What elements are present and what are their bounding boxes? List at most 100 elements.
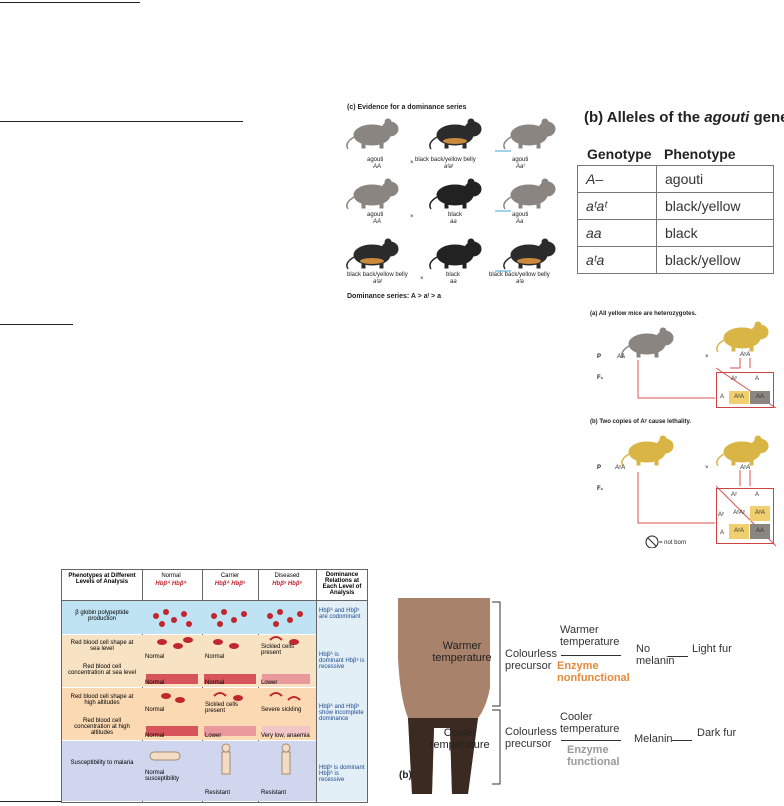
genotype-label: Aa [516,219,524,225]
p-label: P [597,354,602,360]
sickle-row-label: Susceptibility to malaria [70,760,134,766]
genotype-cell: aᵗa [577,246,657,274]
divider-rule [0,2,140,3]
sickle-cell-text: Normal [205,680,225,686]
sickle-cell-text: Severe sickling [261,707,302,713]
pathway-arrow [561,740,621,741]
punnett-cell: AʸA [729,524,749,539]
genotype-label: AA [373,164,382,170]
sickle-col-header: Carrier [220,573,240,579]
genotype-label: AʸA [615,465,626,471]
genotype-header: Genotype [587,146,652,162]
enzyme-status: Enzyme nonfunctional [557,660,630,684]
f1-label: F₁ [597,486,604,492]
punnett-cell: AA [750,524,770,539]
agouti-mouse-icon [346,178,399,210]
dominance-series-heading: (c) Evidence for a dominance series [347,104,467,111]
genotype-label: AA [373,219,382,225]
dominance-relation: Hbβᴬ and Hbβˢ show incomplete dominance [319,704,364,722]
sickle-row-label: Red blood cell shape at sea level [70,640,134,652]
genotype-label: AA [617,354,626,360]
punnett-header: Aʸ [731,376,737,382]
sickle-row-label: Red blood cell shape at high altitudes [70,694,134,706]
genotype-label: aᵗaᵗ [373,279,383,285]
genotype-diseased: Hbβˢ Hbβˢ [272,581,302,587]
agouti-title-prefix: (b) Alleles of the [584,109,705,126]
punnett-header: Aʸ [731,492,737,498]
genotype-label: aᵗa [516,279,524,285]
sickle-cell-text: Lower [205,733,222,739]
dominance-series-footer: Dominance series: A > aᵗ > a [347,293,441,300]
phenotype-cell: agouti [656,165,774,193]
phenotype-label: agouti [512,157,529,163]
product-label: Melanin [634,733,673,745]
genotype-label: AʸA [740,352,751,358]
precursor-label: Colourless precursor [505,726,557,750]
agouti-mouse-icon [621,327,674,359]
punnett-square-b [716,488,774,544]
sickle-row-band [62,601,316,634]
cross-symbol: × [420,276,424,282]
sickle-cell-text: Sickled cells present [261,644,295,656]
genotype-cell: aᵗaᵗ [577,192,657,220]
not-born-icon [645,535,659,548]
sickle-row-band [62,741,316,801]
phenotype-cell: black/yellow [656,192,774,220]
sickle-cell-text: Resistant [261,790,287,796]
genotype-cell: aa [577,219,657,247]
dominance-relation: Hbβᴬ and Hbβˢ are codominant [319,608,361,620]
temperature-label: Warmer temperature [560,624,620,648]
phenotype-label: agouti [512,212,529,218]
sickle-cell-text: Resistant [205,790,231,796]
yellow-a-heading: (a) All yellow mice are heterozygotes. [590,311,697,317]
sickle-cell-text: Sickled cells present [205,702,239,714]
temperature-label: Cooler temperature [560,711,620,735]
agouti-title: (b) Alleles of the agouti gene [584,109,784,126]
dominance-relation: Hbβᴬ is dominant Hbβˢ is recessive [319,652,365,670]
punnett-cell: AʸAʸ [733,510,745,516]
agouti-mouse-icon [503,118,556,150]
agouti-title-italic: agouti [704,109,750,126]
punnett-square-a [716,372,774,408]
black-mouse-icon [429,178,482,210]
yellow-mouse-icon [621,435,674,467]
cross-symbol: × [705,465,709,471]
phenotype-label: agouti [367,157,384,163]
punnett-header: A [755,376,760,382]
black-yellow-mouse-icon [346,238,399,270]
sickle-cell-text: Normal [145,654,165,660]
sickle-row-label: Red blood cell concentration at high alt… [74,718,130,736]
punnett-cell: AʸA [750,506,770,521]
sickle-cell-text: Normal [145,707,165,713]
phenotype-header: Phenotype [664,146,736,162]
punnett-header: A [755,492,760,498]
column-divider [316,570,317,802]
black-mouse-icon [429,238,482,270]
phenotype-cell: black [656,219,774,247]
sickle-table: Phenotypes at Different Levels of Analys… [61,569,368,803]
table-row: A–agouti [577,165,774,193]
sickle-col-header: Dominance Relations at Each Level of Ana… [322,572,362,596]
red-blood-cells-illustration [146,609,310,775]
genotype-label: aᵗaᵗ [444,164,454,170]
precursor-label: Colourless precursor [505,648,557,672]
person-icon [281,751,291,775]
sickle-cell-text: Normal susceptibility [145,770,180,782]
warm-temperature-label: Warmer temperature [432,640,492,664]
sickle-cell-text: Normal [145,680,165,686]
punnett-cell: AʸA [729,391,749,404]
genotype-cell: A– [577,165,657,193]
phenotype-label: agouti [367,212,384,218]
agouti-title-suffix: gene [753,109,784,126]
person-icon [221,751,231,775]
person-icon [149,751,181,761]
punnett-side: A [720,394,725,400]
punnett-side: A [720,530,725,536]
genotype-label: aa [450,219,457,225]
sickle-header-row: Phenotypes at Different Levels of Analys… [62,570,367,601]
phenotype-label: black back/yellow belly [415,157,476,163]
black-yellow-mouse-icon [503,238,556,270]
f1-label: F₁ [597,375,604,381]
